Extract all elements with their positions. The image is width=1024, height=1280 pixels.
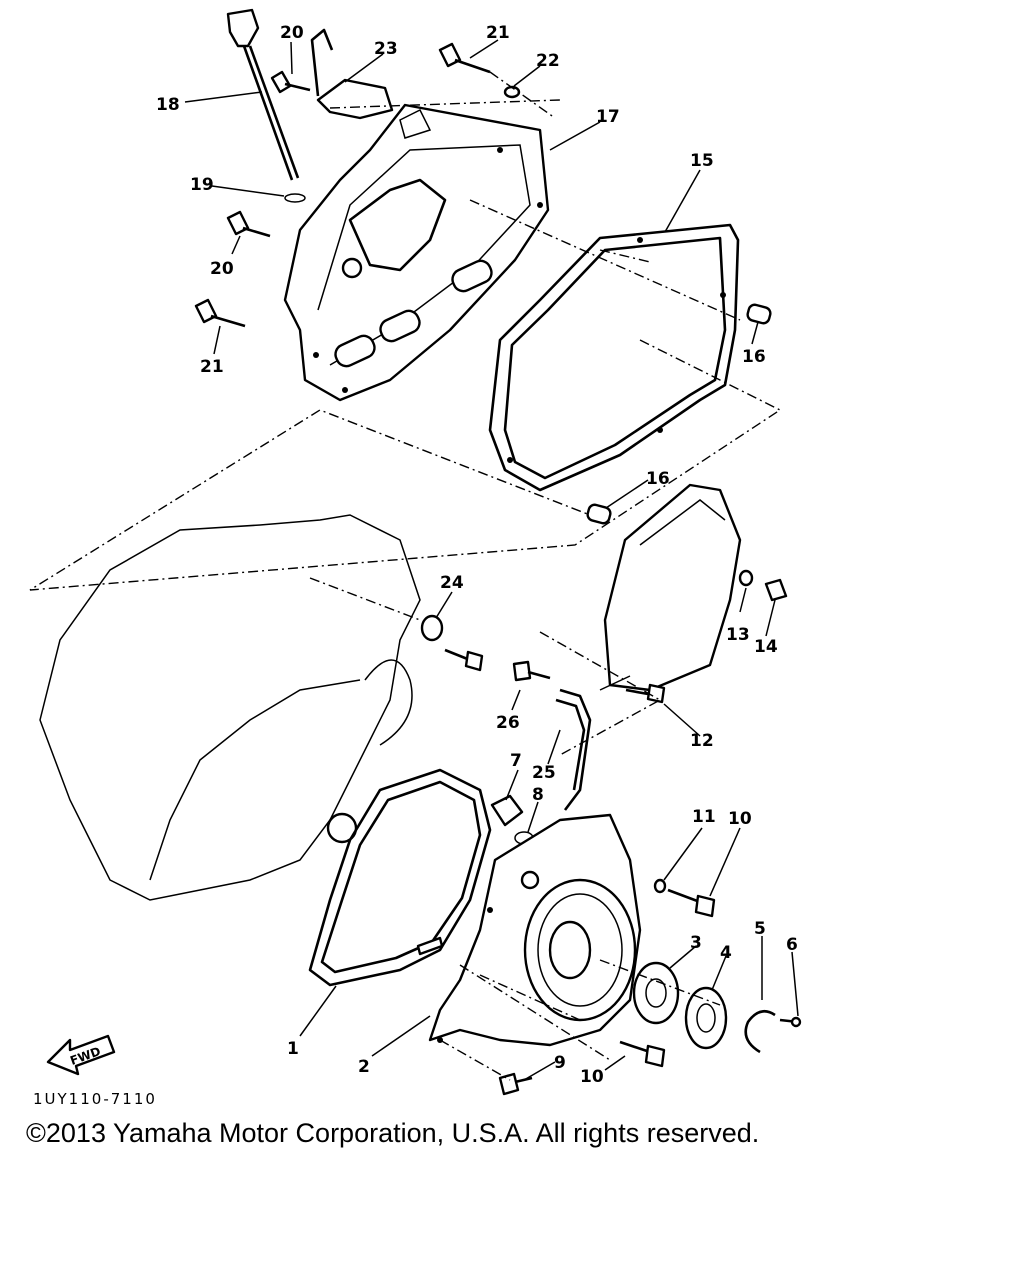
oil-pump-cover [599,483,742,692]
oil-seal [684,986,728,1050]
washer [653,878,667,894]
oil-dipstick [226,8,306,203]
callout-1: 1 [287,1039,299,1059]
bolt [667,888,716,918]
parts-diagram: FWD [29,8,802,1096]
callout-4: 4 [720,943,732,963]
bolt [444,648,484,672]
screw [779,1016,802,1028]
callout-3: 3 [690,933,702,953]
crankcase-cover-gasket-lower [308,768,492,987]
callout-25: 25 [532,763,556,783]
crankcase-cover-gasket [488,223,740,492]
washer [503,85,521,99]
bolt [194,298,246,328]
cable-guide-bracket [310,28,394,120]
callout-26: 26 [496,713,520,733]
callout-13: 13 [726,625,750,645]
washer [738,569,754,587]
forward-arrow-icon: FWD [46,1034,116,1076]
callout-8: 8 [532,785,544,805]
crankcase-cover-left [428,813,642,1047]
stopper [420,614,444,642]
callout-16-lower: 16 [646,469,670,489]
callout-24: 24 [440,573,464,593]
callout-17: 17 [596,107,620,127]
callout-19: 19 [190,175,214,195]
callout-6: 6 [786,935,798,955]
circlip [744,1010,776,1054]
oil-filler-plug [490,794,524,827]
callout-10-lower: 10 [580,1067,604,1087]
leader-lines [184,39,799,1081]
alignment-lines [29,71,782,1081]
crankcase-cover-right [283,103,550,402]
callout-5: 5 [754,919,766,939]
callout-20-top: 20 [280,23,304,43]
callout-16-upper: 16 [742,347,766,367]
callout-23: 23 [374,39,398,59]
callout-9: 9 [554,1053,566,1073]
callout-10-upper: 10 [728,809,752,829]
bolt [512,660,551,682]
hose-guide [555,688,592,811]
bolt [498,1072,533,1096]
callout-11: 11 [692,807,716,827]
bolt [764,578,788,602]
callout-12: 12 [690,731,714,751]
copyright-notice: ©2013 Yamaha Motor Corporation, U.S.A. A… [26,1118,760,1148]
dowel-pin [586,503,612,525]
callout-20-mid: 20 [210,259,234,279]
crankcase [39,514,421,901]
dowel-pin [746,303,772,325]
bolt [226,210,271,238]
callout-2: 2 [358,1057,370,1077]
bolt [619,1040,666,1068]
callout-14: 14 [754,637,778,657]
callout-15: 15 [690,151,714,171]
callout-labels: 1 2 3 4 5 6 7 8 9 10 10 11 12 13 14 15 1… [156,23,798,1087]
bolt [270,70,311,94]
callout-21-top: 21 [486,23,510,43]
callout-22: 22 [536,51,560,71]
callout-7: 7 [510,751,522,771]
callout-18: 18 [156,95,180,115]
callout-21-mid: 21 [200,357,224,377]
drawing-code: 1UY110-7110 [33,1090,157,1108]
bearing [632,961,680,1025]
bolt [438,42,491,74]
